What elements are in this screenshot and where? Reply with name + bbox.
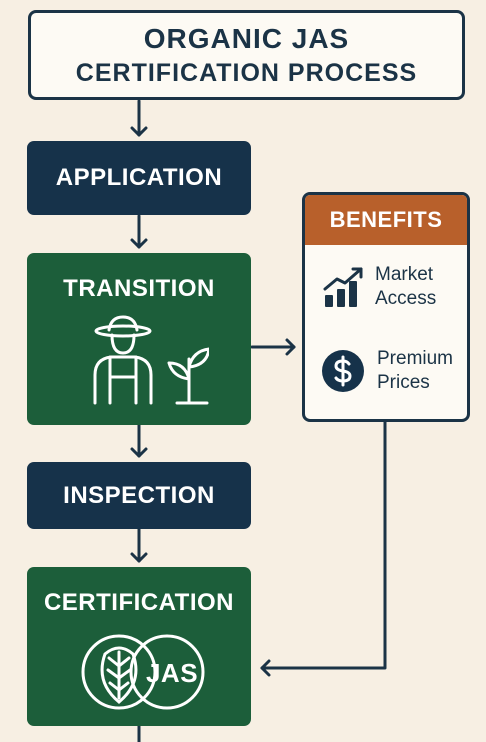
step-certification-label: CERTIFICATION [43,589,235,616]
step-application: APPLICATION [27,141,251,215]
benefits-heading: BENEFITS [305,195,467,245]
benefit-market-line1: Market [375,264,434,285]
benefit-market-line2: Access [375,288,437,309]
benefits-panel: BENEFITS Market Access P [302,192,470,422]
step-certification: CERTIFICATION JAS [27,567,251,726]
diagram-title: ORGANIC JAS CERTIFICATION PROCESS [28,10,465,100]
title-line-1: ORGANIC JAS [143,23,350,54]
benefit-market-access: Market Access [305,263,467,311]
benefit-premium-prices: Premium Prices [305,347,467,395]
benefit-premium-line1: Premium [377,348,454,369]
benefit-premium-line2: Prices [377,372,430,393]
step-transition: TRANSITION [27,253,251,425]
dollar-coin-icon [322,350,364,392]
step-transition-label: TRANSITION [63,275,215,302]
step-inspection: INSPECTION [27,462,251,529]
step-application-label: APPLICATION [55,164,223,191]
title-line-2: CERTIFICATION PROCESS [75,59,418,87]
jas-leaf-logo-icon: JAS [81,634,205,710]
jas-logo-text: JAS [146,658,198,688]
farmer-with-seedling-icon [93,315,209,405]
step-inspection-label: INSPECTION [63,481,215,509]
growth-chart-icon [323,267,363,307]
